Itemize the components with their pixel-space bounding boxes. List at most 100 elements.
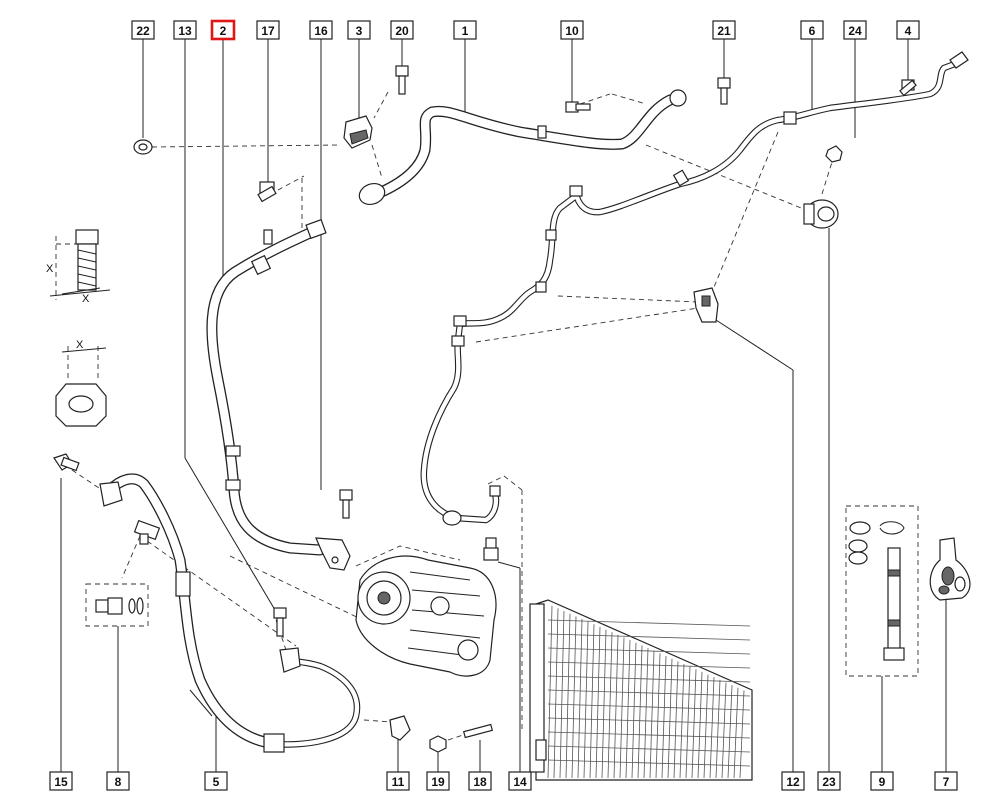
bolt-15[interactable] [53,453,80,472]
callout-2[interactable]: 2 [210,19,236,41]
callout-17[interactable]: 17 [256,20,280,40]
callout-box-17[interactable] [256,20,280,40]
callout-label-11: 11 [392,775,405,789]
bolt-10[interactable] [565,101,591,113]
callout-9[interactable]: 9 [870,771,894,791]
stud-18[interactable] [462,723,494,739]
bolt-17[interactable] [257,181,277,203]
bolt-21[interactable] [717,77,731,105]
callout-box-4[interactable] [896,20,920,40]
callout-label-4: 4 [905,24,912,38]
callout-label-5: 5 [213,775,220,789]
callout-box-13[interactable] [173,20,197,40]
callout-18[interactable]: 18 [468,771,492,791]
mount-23[interactable] [803,199,839,229]
bolt-14[interactable] [483,537,499,561]
callout-22[interactable]: 22 [131,20,155,40]
callout-box-12[interactable] [781,771,805,791]
callout-box-20[interactable] [390,20,414,40]
callout-box-11[interactable] [386,771,410,791]
callout-label-12: 12 [786,775,800,789]
dimension-inset-nut: X [55,339,107,427]
callout-box-2[interactable] [210,19,236,41]
nut-22[interactable] [133,139,153,155]
callout-label-15: 15 [54,775,68,789]
callout-label-13: 13 [178,24,192,38]
callout-box-24[interactable] [843,20,867,40]
dimension-label-x3: X [76,339,84,351]
callout-10[interactable]: 10 [560,20,584,40]
callout-label-23: 23 [822,775,836,789]
callout-box-10[interactable] [560,20,584,40]
bolt-13[interactable] [273,607,287,637]
callout-box-6[interactable] [800,20,824,40]
callout-label-24: 24 [848,24,862,38]
callout-label-14: 14 [513,775,527,789]
pipe-1[interactable] [356,89,687,208]
callout-7[interactable]: 7 [934,771,958,791]
hose-2[interactable] [206,218,351,571]
oil-bottle-7[interactable] [929,537,971,601]
callout-12[interactable]: 12 [781,771,805,791]
callout-1[interactable]: 1 [453,20,477,40]
callout-13[interactable]: 13 [173,20,197,40]
callout-19[interactable]: 19 [426,771,450,791]
callout-box-5[interactable] [204,771,228,791]
dimension-label-x2: X [82,293,90,305]
callout-label-1: 1 [462,24,469,38]
callout-label-18: 18 [473,775,487,789]
clip-11[interactable] [389,715,411,741]
callout-label-21: 21 [717,24,731,38]
pressure-switch-12[interactable] [693,287,719,323]
callout-20[interactable]: 20 [390,20,414,40]
drier-kit-9[interactable] [845,505,919,677]
callout-label-17: 17 [261,24,275,38]
callout-8[interactable]: 8 [106,771,130,791]
valve-fitting[interactable] [133,519,161,545]
callout-24[interactable]: 24 [843,20,867,40]
condenser[interactable] [529,599,753,781]
bolt-16[interactable] [339,489,353,519]
callout-box-18[interactable] [468,771,492,791]
callout-layer: 22 13 2 17 16 3 20 1 10 21 6 24 4 15 8 5 11 19 18 14 12 23 9 7 [49,19,958,791]
callout-21[interactable]: 21 [712,20,736,40]
pipe-6[interactable] [420,51,969,526]
callout-label-9: 9 [879,775,886,789]
callout-label-6: 6 [809,24,816,38]
callout-11[interactable]: 11 [386,771,410,791]
bolt-20[interactable] [395,65,409,95]
callout-box-16[interactable] [309,20,333,40]
callout-box-8[interactable] [106,771,130,791]
bolt-4[interactable] [899,79,917,97]
callout-box-21[interactable] [712,20,736,40]
callout-box-23[interactable] [817,771,841,791]
callout-box-9[interactable] [870,771,894,791]
callout-4[interactable]: 4 [896,20,920,40]
nut-24[interactable] [825,145,843,163]
kit-8[interactable] [85,583,149,627]
bracket-3[interactable] [343,115,373,149]
hose-5[interactable] [99,473,361,753]
callout-16[interactable]: 16 [309,20,333,40]
callout-box-22[interactable] [131,20,155,40]
callout-label-10: 10 [565,24,579,38]
callout-14[interactable]: 14 [508,771,532,791]
callout-23[interactable]: 23 [817,771,841,791]
callout-label-16: 16 [314,24,328,38]
callout-box-15[interactable] [49,771,73,791]
callout-box-14[interactable] [508,771,532,791]
callout-5[interactable]: 5 [204,771,228,791]
compressor[interactable] [355,545,497,677]
callout-box-3[interactable] [347,20,371,40]
callout-15[interactable]: 15 [49,771,73,791]
callout-label-2: 2 [220,24,227,38]
dimension-inset-bolt: X X [46,229,111,305]
callout-box-19[interactable] [426,771,450,791]
callout-box-1[interactable] [453,20,477,40]
callout-box-7[interactable] [934,771,958,791]
callout-3[interactable]: 3 [347,20,371,40]
callout-6[interactable]: 6 [800,20,824,40]
nut-19[interactable] [429,735,447,753]
callout-label-8: 8 [115,775,122,789]
